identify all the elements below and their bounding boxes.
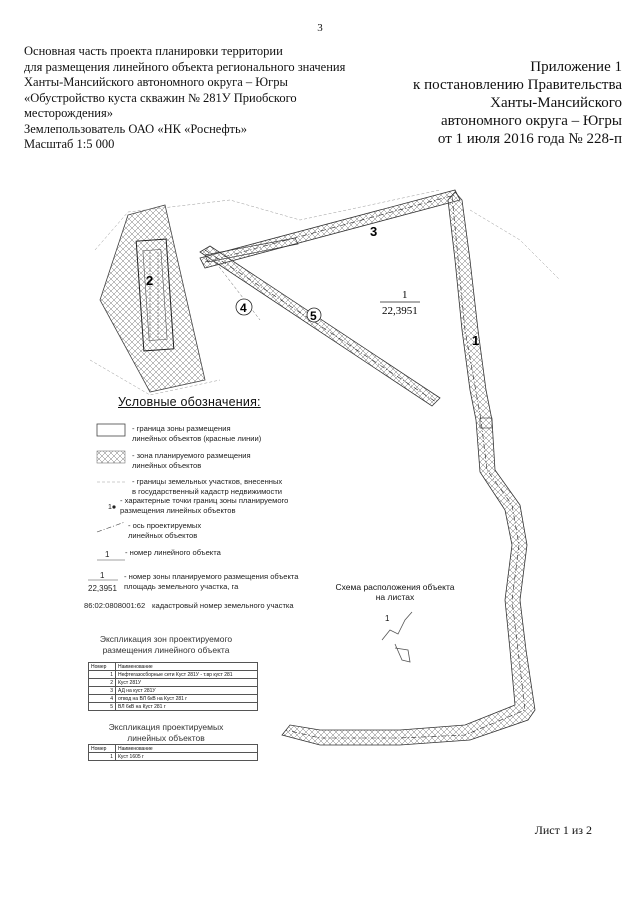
- planning-map: 1 2 3 4 5 1 22,3951: [88, 189, 561, 746]
- header-line: Основная часть проекта планировки террит…: [24, 44, 283, 58]
- zone-number: 1: [402, 289, 408, 301]
- appendix-line: Ханты-Мансийского: [490, 95, 622, 111]
- legend-sample-zone-area: 22,3951: [88, 584, 117, 593]
- legend-item-points: - характерные точки границ зоны планируе…: [120, 496, 289, 515]
- scheme-minimap: [381, 611, 413, 663]
- well-pad-zone: [99, 204, 206, 393]
- page-number: 3: [317, 22, 323, 34]
- object-number-2: 2: [146, 273, 153, 288]
- branch-corridor: [204, 237, 299, 321]
- cadastral-boundaries: [89, 189, 561, 396]
- legend-sample-object-number: 1: [105, 550, 110, 559]
- document-header-left: Основная часть проекта планировки террит…: [24, 44, 374, 153]
- header-line: Землепользователь ОАО «НК «Роснефть»: [24, 121, 247, 136]
- road-corridor: [199, 189, 461, 269]
- legend-symbols: [88, 423, 126, 581]
- table-header: Номер Наименование: [88, 662, 258, 671]
- pipeline-corridor: [281, 191, 536, 746]
- scale-line: Масштаб 1:5 000: [24, 137, 115, 151]
- header-line: месторождения»: [24, 106, 113, 120]
- table-header: Номер Наименование: [88, 744, 258, 753]
- object-number-5: 5: [310, 309, 317, 323]
- object-number-3: 3: [370, 224, 377, 239]
- appendix-line: автономного округа – Югры: [440, 113, 622, 129]
- appendix-line: к постановлению Правительства: [413, 77, 622, 93]
- header-line: для размещения линейного объекта региона…: [24, 59, 346, 74]
- legend-item-object-number: - номер линейного объекта: [125, 548, 221, 557]
- legend-item-cadastral-number: кадастровый номер земельного участка: [152, 601, 294, 610]
- legend-title: Условные обозначения:: [118, 395, 261, 409]
- header-line: «Обустройство куста скважин № 281У Приоб…: [24, 90, 297, 105]
- header-line: Ханты-Мансийского автономного округа – Ю…: [24, 75, 288, 89]
- appendix-line: от 1 июля 2016 года № 228-п: [437, 131, 622, 147]
- object-number-4: 4: [240, 301, 247, 315]
- sheet-counter: Лист 1 из 2: [534, 823, 592, 837]
- object-number-1: 1: [472, 333, 479, 348]
- legend-point-label: 1: [108, 504, 112, 511]
- scheme-sheet-label: 1: [385, 614, 390, 623]
- legend-item-zone-number: - номер зоны планируемого размещения объ…: [124, 572, 299, 591]
- zone-area: 22,3951: [382, 305, 418, 317]
- appendix-line: Приложение 1: [530, 59, 622, 75]
- appendix-header: Приложение 1 к постановлению Правительст…: [362, 58, 622, 148]
- legend-sample-cadastral: 86:02:0808001:62: [84, 601, 146, 610]
- legend-sample-zone-number: 1: [100, 571, 105, 580]
- power-line-corridor: [199, 245, 441, 407]
